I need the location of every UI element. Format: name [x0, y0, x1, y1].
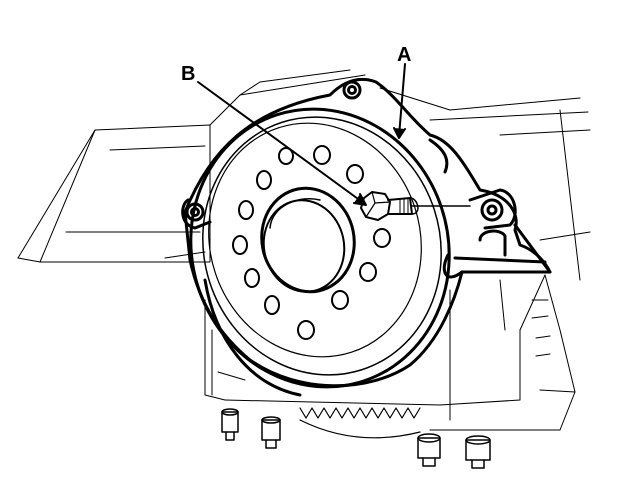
leader-lines — [197, 63, 406, 206]
crank-pulley — [189, 107, 451, 397]
bottom-bolt-4 — [465, 435, 491, 469]
bottom-bolts — [221, 408, 491, 469]
callout-a-label: A — [397, 44, 411, 66]
flywheel-teeth — [299, 407, 421, 439]
bottom-bolt-3 — [417, 433, 441, 467]
callout-b-arrowhead — [353, 193, 367, 206]
callout-b-label: B — [181, 63, 195, 85]
engine-block-outline — [17, 69, 591, 431]
callout-a-arrowhead — [393, 127, 406, 139]
bottom-bolt-1 — [221, 408, 239, 441]
bolt-b — [360, 191, 471, 221]
callout-b-leader — [197, 81, 366, 205]
bottom-bolt-2 — [261, 416, 281, 449]
pulley-bolt-holes — [232, 145, 391, 340]
callout-a-leader — [398, 63, 406, 137]
cover-housing — [181, 77, 552, 388]
